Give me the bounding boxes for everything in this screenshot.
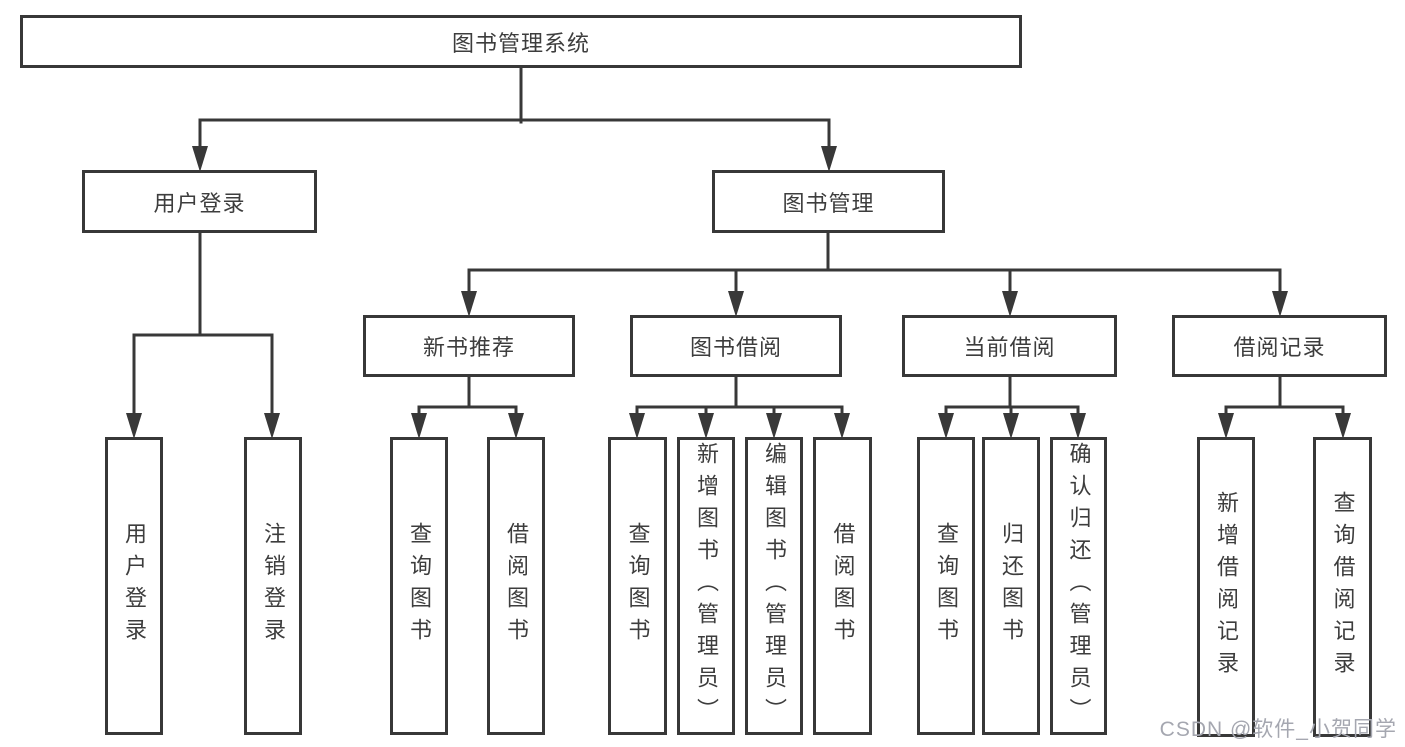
node-leaf-query-books-borrowing: 查询图书 — [608, 437, 667, 735]
node-user-login-branch: 用户登录 — [82, 170, 317, 233]
node-leaf-add-borrow-record: 新增借阅记录 — [1197, 437, 1255, 737]
node-leaf-add-books-admin: 新增图书（管理员） — [677, 437, 735, 735]
node-book-management-branch: 图书管理 — [712, 170, 945, 233]
node-leaf-confirm-return-admin: 确认归还（管理员） — [1050, 437, 1107, 735]
node-leaf-query-books-current: 查询图书 — [917, 437, 975, 735]
node-leaf-return-books: 归还图书 — [982, 437, 1040, 735]
node-leaf-user-login: 用户登录 — [105, 437, 163, 735]
node-leaf-borrow-books: 借阅图书 — [813, 437, 872, 735]
node-leaf-edit-books-admin: 编辑图书（管理员） — [745, 437, 803, 735]
node-borrowing-records: 借阅记录 — [1172, 315, 1387, 377]
node-book-borrowing: 图书借阅 — [630, 315, 842, 377]
watermark: CSDN @软件_小贺同学 — [1159, 718, 1397, 741]
node-current-borrowing: 当前借阅 — [902, 315, 1117, 377]
node-leaf-query-books-recommend: 查询图书 — [390, 437, 448, 735]
node-new-book-recommend: 新书推荐 — [363, 315, 575, 377]
node-root: 图书管理系统 — [20, 15, 1022, 68]
node-leaf-logout: 注销登录 — [244, 437, 302, 735]
node-leaf-query-borrow-record: 查询借阅记录 — [1313, 437, 1372, 737]
node-leaf-borrow-books-recommend: 借阅图书 — [487, 437, 545, 735]
arrowheads — [126, 146, 1351, 439]
